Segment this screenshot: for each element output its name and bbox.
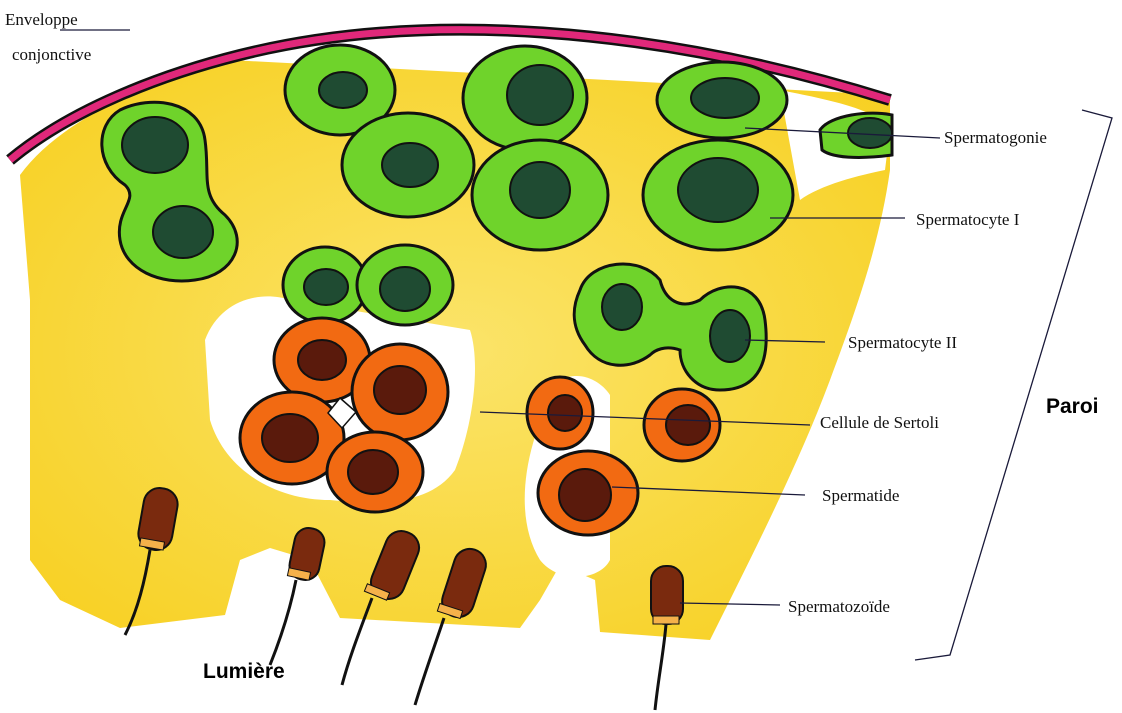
label-spermatozoide: Spermatozoïde	[788, 597, 890, 616]
label-enveloppe-line2: conjonctive	[12, 45, 91, 64]
label-enveloppe-line1: Enveloppe	[5, 10, 78, 29]
spermatozoon	[651, 566, 683, 710]
green-cell	[643, 140, 793, 250]
label-paroi: Paroi	[1046, 395, 1099, 418]
green-cell	[342, 113, 474, 217]
spermatid	[527, 377, 593, 449]
label-spermatide: Spermatide	[822, 486, 899, 505]
green-cell	[472, 140, 608, 250]
label-spermatocyte-2: Spermatocyte II	[848, 333, 957, 352]
spermatid	[644, 389, 720, 461]
label-lumiere: Lumière	[203, 660, 285, 683]
label-spermatocyte-1: Spermatocyte I	[916, 210, 1020, 229]
green-cell	[463, 46, 587, 150]
label-spermatogonie: Spermatogonie	[944, 128, 1047, 147]
green-cell	[657, 62, 787, 138]
label-sertoli: Cellule de Sertoli	[820, 413, 939, 432]
spermatid	[538, 451, 638, 535]
